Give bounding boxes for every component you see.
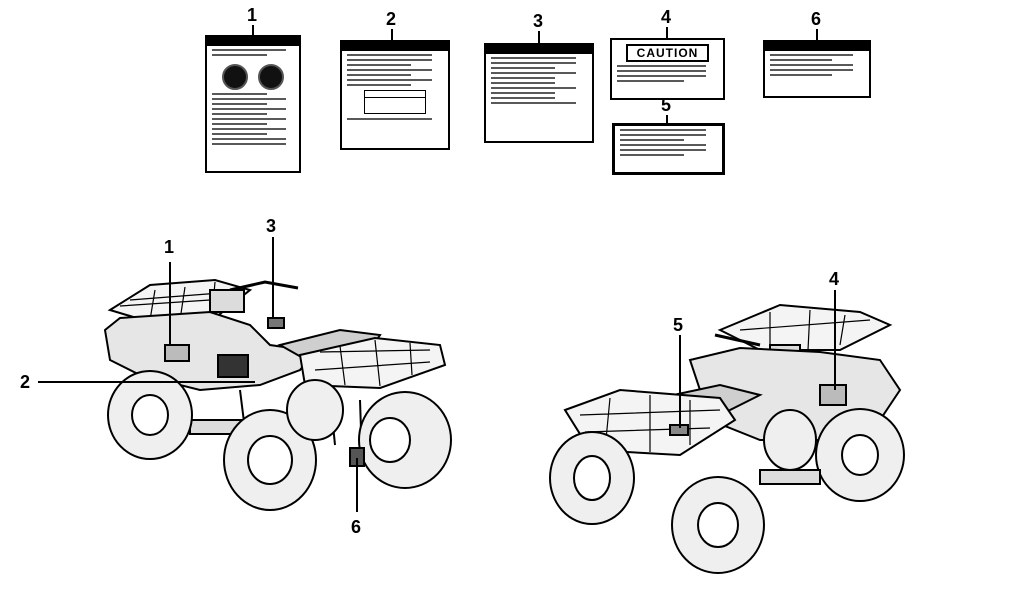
text-line [491,77,555,79]
text-line [770,59,833,61]
wheel-rear-right [286,379,344,441]
text-line [347,79,432,81]
side-panel [217,354,249,378]
handlebar-right [714,333,761,347]
warning-label-1 [205,35,301,173]
text-line [770,64,854,66]
caution-label-4: CAUTION [610,38,725,100]
label-position-4 [819,384,847,406]
text-line [617,70,706,72]
helmet-icon [222,64,248,90]
label-3-header-bar [486,45,592,54]
wheel-rear-left-right [763,409,817,471]
callout-label-3: 3 [533,11,544,31]
text-line [347,74,411,76]
text-line [491,62,576,64]
text-line [347,69,432,71]
warning-label-5 [612,123,725,175]
footrest-right [759,469,821,485]
text-line [212,108,286,110]
text-line [347,64,411,66]
text-line [347,59,432,61]
atv-right [549,303,905,574]
callout-atv-6: 6 [351,517,362,537]
label-leader-lines [252,25,818,125]
text-line [212,54,268,56]
text-line [620,129,706,131]
text-line [212,133,268,135]
text-line [770,54,854,56]
text-line [212,143,286,145]
label-6-header-bar [765,42,869,51]
text-line [212,113,268,115]
text-line [620,139,685,141]
text-line [347,54,432,56]
callout-label-4: 4 [661,7,672,27]
text-line [491,102,576,104]
atv-left [103,278,452,511]
callout-atv-1: 1 [164,237,175,257]
text-line [491,57,576,59]
text-line [491,67,555,69]
text-line [617,65,706,67]
callout-atv-4: 4 [829,269,840,289]
callout-label-2: 2 [386,9,397,29]
text-line [491,97,555,99]
text-line [617,75,706,77]
text-line [620,144,706,146]
text-line [347,118,432,120]
label-position-1 [164,344,190,362]
text-line [770,74,833,76]
text-line [770,69,854,71]
text-line [212,93,268,95]
callout-label-6: 6 [811,9,822,29]
text-line [212,103,268,105]
callout-atv-5: 5 [673,315,684,335]
label-position-3 [267,317,285,329]
callout-atv-2: 2 [20,372,31,392]
handlebar [229,280,299,292]
text-line [620,134,706,136]
text-line [617,80,684,82]
no-passenger-icon [258,64,284,90]
text-line [491,92,555,94]
text-line [212,123,268,125]
text-line [491,87,576,89]
text-line [212,98,286,100]
callout-label-1: 1 [247,5,258,25]
label-2-header-bar [342,42,448,51]
text-line [212,138,286,140]
caution-title: CAUTION [626,44,709,62]
text-line [212,118,286,120]
text-line [491,82,555,84]
atv-leader-lines [38,237,836,512]
callout-label-5: 5 [661,95,672,115]
text-line [491,72,576,74]
tire-pressure-table [364,90,426,114]
text-line [620,154,685,156]
label-1-icons [217,64,289,90]
warning-label-2 [340,40,450,150]
label-1-header-bar [207,37,299,46]
text-line [620,149,706,151]
text-line [212,49,286,51]
headlight-pod [209,289,245,313]
text-line [347,84,411,86]
warning-label-6 [763,40,871,98]
callout-atv-3: 3 [266,216,277,236]
text-line [212,128,286,130]
